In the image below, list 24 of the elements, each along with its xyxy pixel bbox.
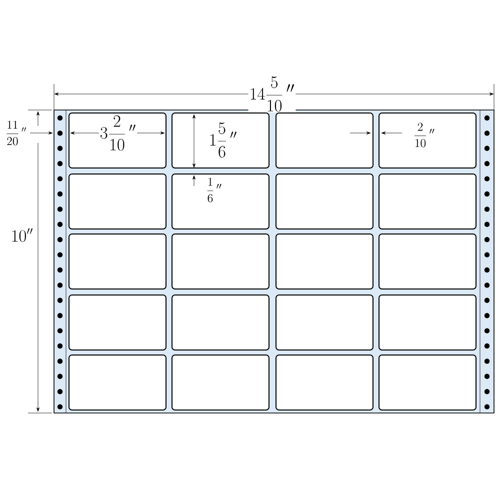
label-box <box>276 354 374 410</box>
label-box <box>172 174 270 230</box>
dimension-label: $14\frac{5}{10}\,''$ <box>248 76 296 112</box>
label-box <box>68 234 166 290</box>
label-box <box>172 294 270 350</box>
label-box <box>68 354 166 410</box>
dimension-label: $10''$ <box>10 227 34 243</box>
label-box <box>276 174 374 230</box>
label-box <box>378 174 476 230</box>
dimension-label: $\frac{1}{6}\,''$ <box>205 176 223 204</box>
dimension-label: $\frac{2}{10}\,''$ <box>412 122 436 148</box>
label-box <box>68 174 166 230</box>
label-box <box>276 112 374 168</box>
label-box <box>172 354 270 410</box>
dimension-label: $\frac{11}{20}\,''$ <box>4 120 28 146</box>
dimension-label: $1\frac{5}{6}\,''$ <box>208 122 238 158</box>
label-box <box>378 294 476 350</box>
label-box <box>68 294 166 350</box>
label-box <box>172 234 270 290</box>
label-box <box>378 234 476 290</box>
label-box <box>276 234 374 290</box>
label-box <box>276 294 374 350</box>
dimension-label: $3\frac{2}{10}\,''$ <box>98 114 138 152</box>
label-box <box>378 354 476 410</box>
